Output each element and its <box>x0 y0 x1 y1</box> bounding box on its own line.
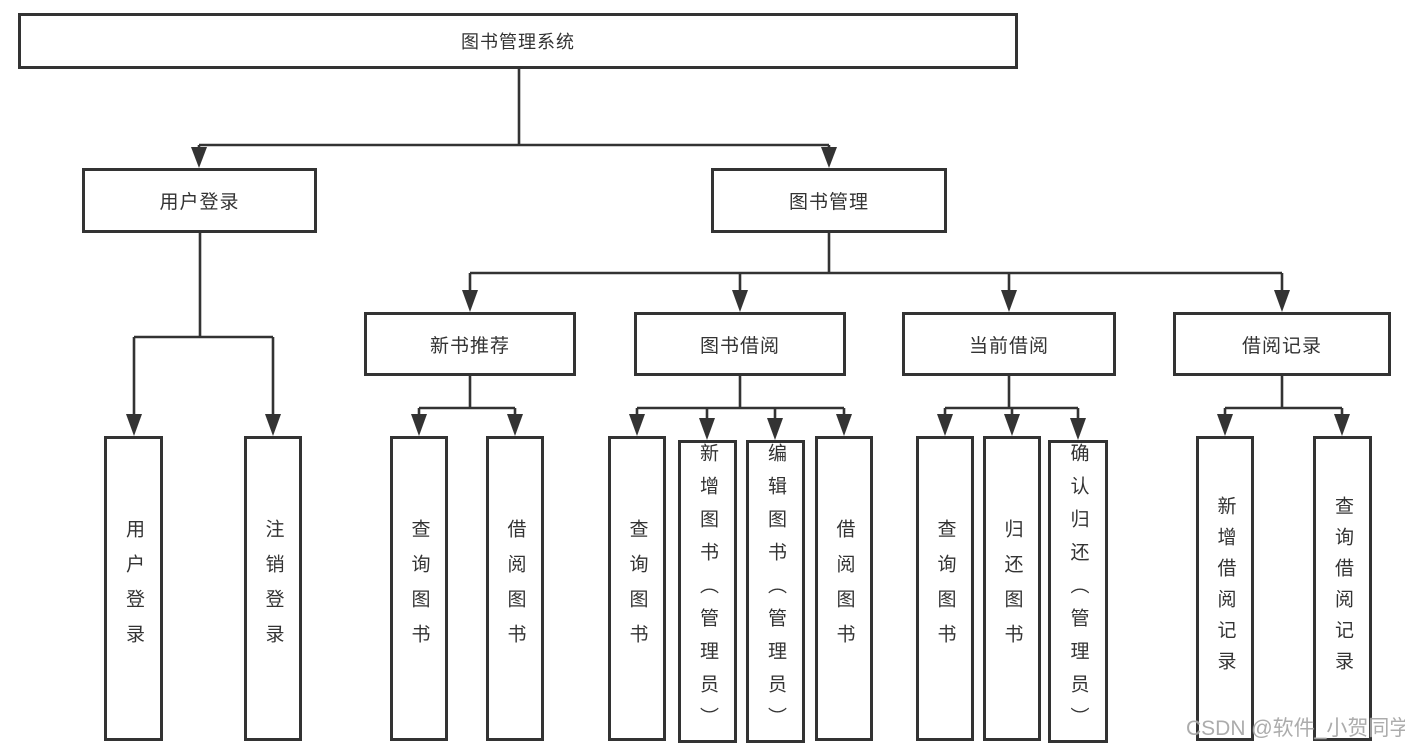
leaf-edit-books-admin: 编辑图书（管理员） <box>746 440 805 743</box>
node-borrowing-records: 借阅记录 <box>1173 312 1391 376</box>
csdn-watermark: CSDN @软件_小贺同学 <box>1186 717 1405 740</box>
node-label: 图书借阅 <box>699 335 780 357</box>
node-current-borrowing: 当前借阅 <box>902 312 1116 376</box>
node-label: 归还图书 <box>1001 518 1023 659</box>
node-new-book-recommendation: 新书推荐 <box>364 312 576 376</box>
node-label: 确认归还（管理员） <box>1067 443 1089 740</box>
node-label: 当前借阅 <box>968 335 1049 357</box>
leaf-borrow-books: 借阅图书 <box>815 436 873 741</box>
leaf-query-books: 查询图书 <box>608 436 666 741</box>
leaf-user-login: 用户登录 <box>104 436 163 741</box>
node-label: 查询借阅记录 <box>1332 495 1353 682</box>
node-label: 用户登录 <box>123 518 144 659</box>
node-label: 编辑图书（管理员） <box>765 443 786 740</box>
node-root-library-management-system: 图书管理系统 <box>18 13 1018 69</box>
node-label: 注销登录 <box>262 518 284 659</box>
node-label: 查询图书 <box>408 518 430 659</box>
leaf-add-books-admin: 新增图书（管理员） <box>678 440 737 743</box>
leaf-return-books: 归还图书 <box>983 436 1041 741</box>
node-label: 图书管理系统 <box>461 32 575 52</box>
node-book-borrowing: 图书借阅 <box>634 312 846 376</box>
leaf-query-books: 查询图书 <box>390 436 448 741</box>
leaf-logout: 注销登录 <box>244 436 302 741</box>
node-label: 新增借阅记录 <box>1214 495 1236 682</box>
node-label: 图书管理 <box>788 192 869 213</box>
node-label: 用户登录 <box>159 192 240 213</box>
node-label: 借阅图书 <box>833 518 855 659</box>
leaf-query-books: 查询图书 <box>916 436 974 741</box>
leaf-borrow-books: 借阅图书 <box>486 436 544 741</box>
node-label: 借阅图书 <box>504 518 526 659</box>
leaf-query-borrow-record: 查询借阅记录 <box>1313 436 1372 741</box>
node-label: 查询图书 <box>934 518 956 659</box>
node-label: 新增图书（管理员） <box>697 443 718 740</box>
node-book-management: 图书管理 <box>711 168 947 233</box>
node-label: 新书推荐 <box>429 335 510 357</box>
node-label: 借阅记录 <box>1241 335 1322 357</box>
leaf-add-borrow-record: 新增借阅记录 <box>1196 436 1254 741</box>
node-label: 查询图书 <box>626 518 648 659</box>
leaf-confirm-return-admin: 确认归还（管理员） <box>1048 440 1108 743</box>
node-user-login: 用户登录 <box>82 168 317 233</box>
